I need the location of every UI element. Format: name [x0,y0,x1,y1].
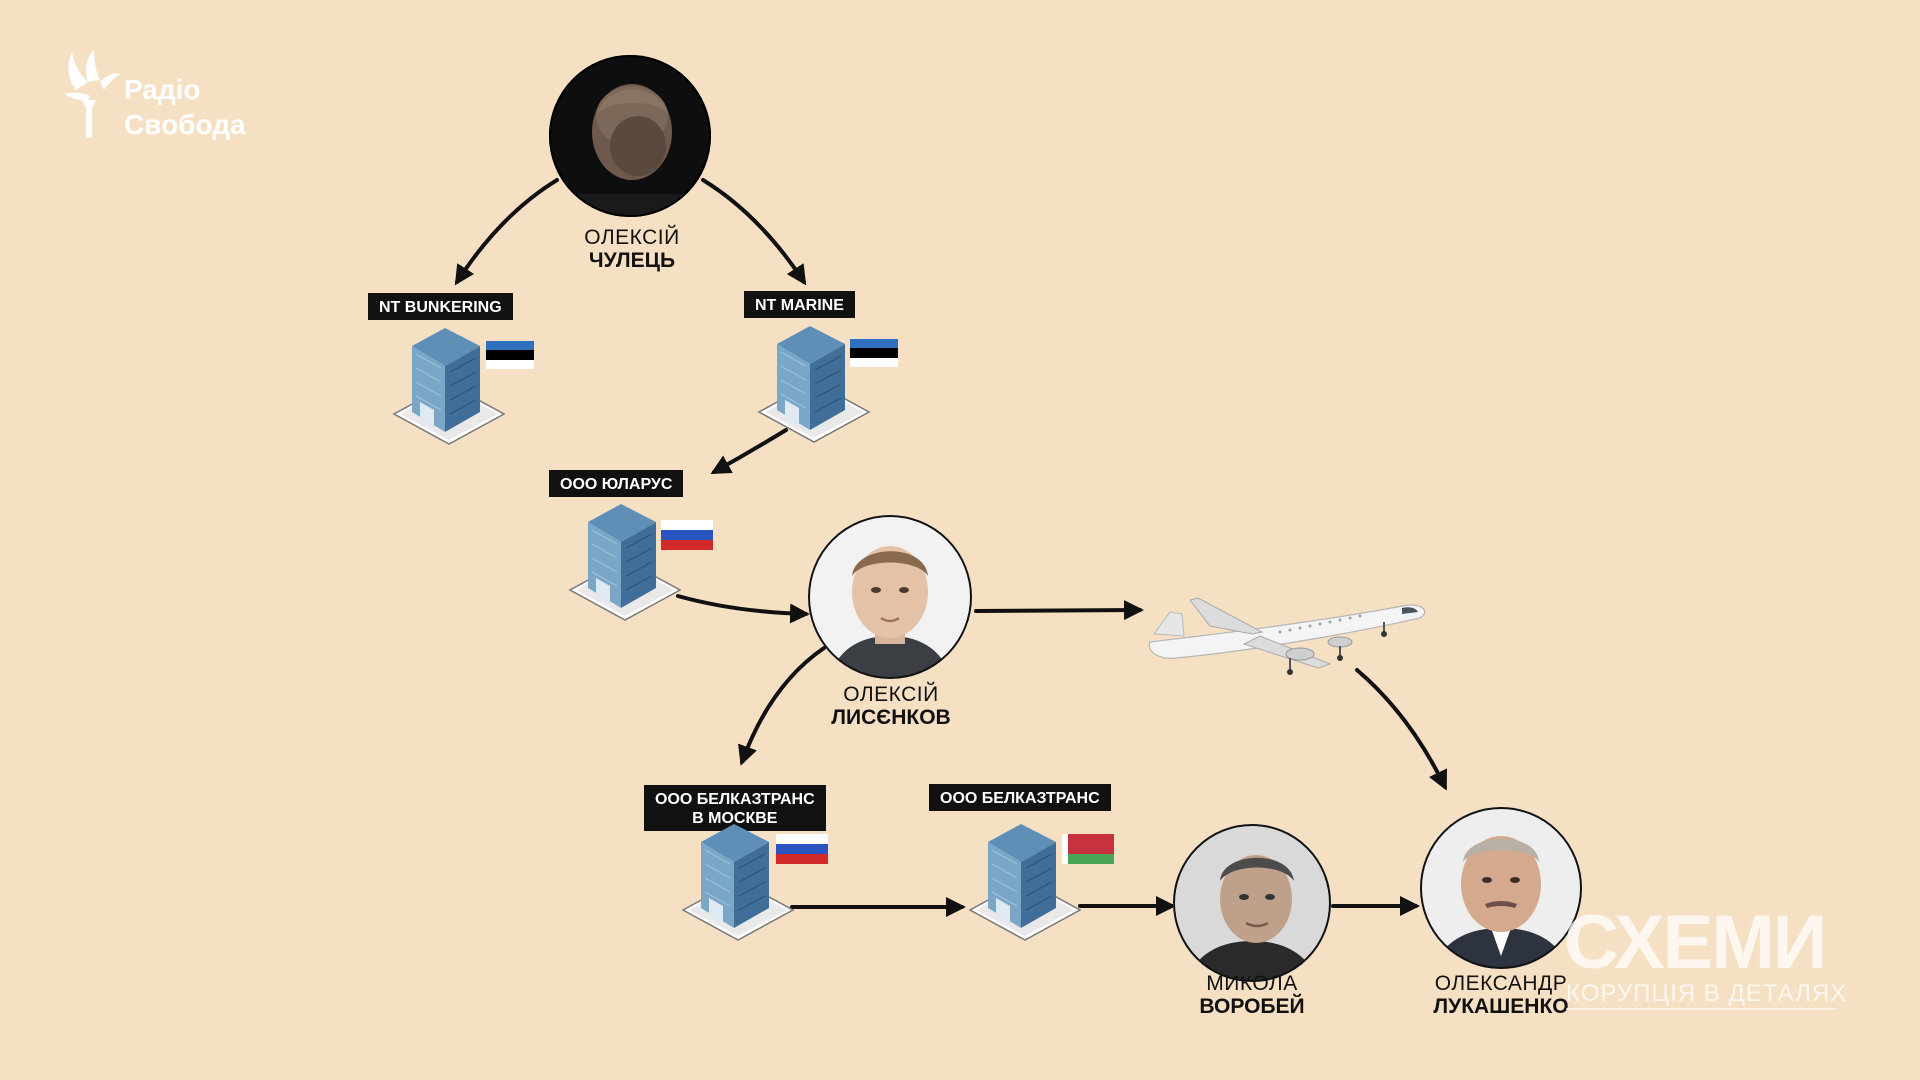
logo-text: Радіо Свобода [124,72,246,142]
company-label-belkaztrans-moscow: ООО БЕЛКАЗТРАНС В МОСКВЕ [644,785,826,831]
flag-belarus-icon [1062,834,1114,864]
company-label-belkaztrans: ООО БЕЛКАЗТРАНС [929,784,1111,811]
person-first-name: МИКОЛА [1206,972,1298,995]
company-label-yularus: ООО ЮЛАРУС [549,470,684,497]
building-icon [966,818,1084,948]
company-label-line-2: В МОСКВЕ [692,810,778,827]
person-last-name: ЛУКАШЕНКО [1433,995,1569,1018]
arrow-chulets-ntbunkering [454,178,559,286]
person-lysenkov-label: ОЛЕКСІЙ ЛИСЄНКОВ [761,683,1021,730]
portrait-icon [1419,806,1583,970]
portrait-icon [807,514,973,680]
person-first-name: ОЛЕКСІЙ [843,683,939,706]
arrow-lysenkov-belkaztrans-moscow [738,646,826,766]
watermark-divider [1566,1008,1836,1010]
flag-estonia-icon [850,339,898,367]
arrow-lysenkov-airplane [974,600,1144,621]
radio-svoboda-logo-icon [58,48,122,144]
building-icon [755,320,873,450]
logo-line-2: Свобода [124,109,246,140]
watermark-title: СХЕМИ [1564,900,1827,985]
person-vorobei-label: МИКОЛА ВОРОБЕЙ [1122,972,1382,1019]
arrow-chulets-ntmarine [701,178,807,286]
flag-estonia-icon [486,341,534,369]
person-first-name: ОЛЕКСАНДР [1434,972,1568,995]
arrow-airplane-lukashenko [1355,668,1447,791]
company-label-nt-marine: NT MARINE [744,291,855,318]
person-last-name: ЛИСЄНКОВ [831,706,951,729]
airplane-icon [1140,592,1430,684]
flag-russia-icon [661,520,713,550]
person-chulets-label: ОЛЕКСІЙ ЧУЛЕЦЬ [502,226,762,273]
company-label-nt-bunkering: NT BUNKERING [368,293,513,320]
person-last-name: ЧУЛЕЦЬ [588,249,676,272]
person-lukashenko-label: ОЛЕКСАНДР ЛУКАШЕНКО [1371,972,1631,1019]
person-first-name: ОЛЕКСІЙ [584,226,680,249]
flag-russia-icon [776,834,828,864]
portrait-icon [548,54,712,218]
arrow-yularus-lysenkov [676,594,810,624]
watermark-subtitle: КОРУПЦІЯ В ДЕТАЛЯХ [1566,980,1848,1007]
building-icon [679,818,797,948]
building-icon [566,498,684,628]
logo-line-1: Радіо [124,74,201,105]
portrait-icon [1172,823,1332,983]
person-last-name: ВОРОБЕЙ [1199,995,1305,1018]
arrow-ntmarine-yularus [710,428,788,474]
building-icon [390,322,508,452]
company-label-line-1: ООО БЕЛКАЗТРАНС [655,791,815,808]
